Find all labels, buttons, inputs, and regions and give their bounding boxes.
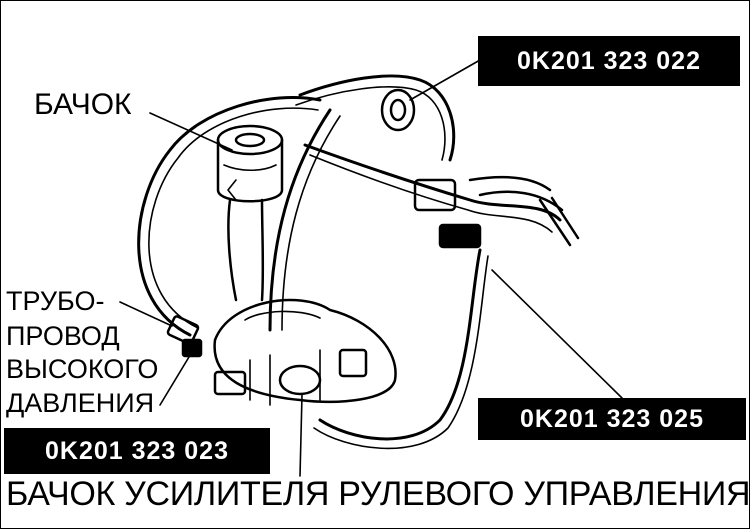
fitting-right <box>413 178 580 249</box>
pipe-label-line-2: ПРОВОД <box>6 321 120 351</box>
caption: БАЧОК УСИЛИТЕЛЯ РУЛЕВОГО УПРАВЛЕНИЯ <box>6 475 750 513</box>
part-number-bottom-left: 0K201 323 023 <box>4 428 270 474</box>
hose-bundle-right <box>303 143 562 222</box>
leader-lines <box>119 59 623 477</box>
hose-upper-long <box>298 74 456 162</box>
hose-middle <box>268 108 332 332</box>
part-number-bottom-right: 0K201 323 025 <box>478 398 746 440</box>
pipe-label-line-3: ВЫСОКОГО <box>6 354 159 384</box>
hose-return <box>318 248 482 441</box>
coupler-top-right <box>380 88 416 132</box>
part-number-top-right: 0K201 323 022 <box>478 36 740 86</box>
pump-assembly <box>213 298 397 406</box>
pipe-label-line-4: ДАВЛЕНИЯ <box>6 388 155 418</box>
reservoir-body <box>216 124 284 302</box>
hose-left-loop <box>137 96 322 337</box>
fitting-bottom-left <box>166 315 203 358</box>
reservoir-label: БАЧОК <box>34 88 132 121</box>
pipe-label-line-1: ТРУБО- <box>6 286 105 316</box>
